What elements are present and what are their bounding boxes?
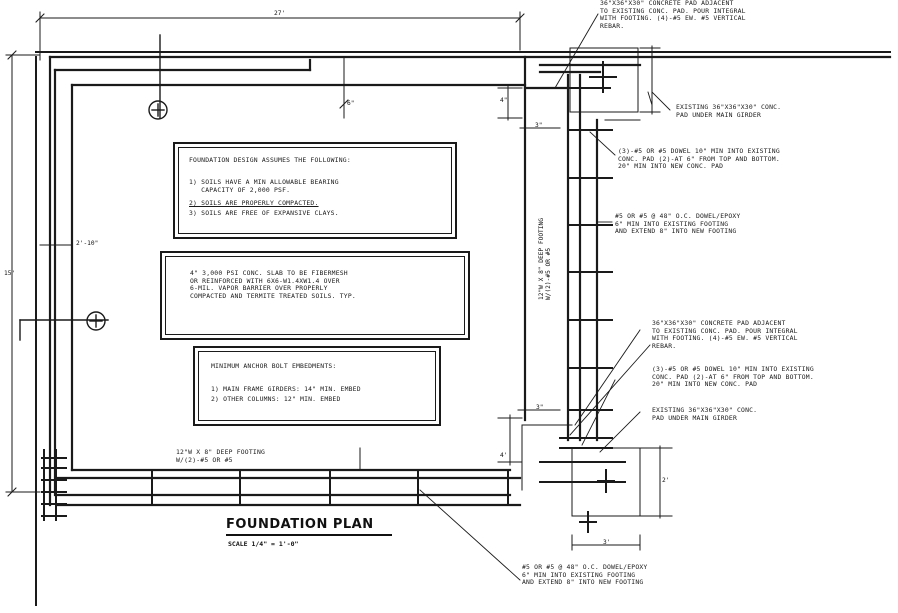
anchor-bolt-note: MINIMUM ANCHOR BOLT EMBEDMENTS: 1) MAIN … bbox=[193, 346, 441, 426]
right-dimension-c: 3" bbox=[536, 404, 544, 411]
design-assumptions-note: FOUNDATION DESIGN ASSUMES THE FOLLOWING:… bbox=[173, 142, 457, 239]
callout-pad-top: 36"X36"X30" CONCRETE PAD ADJACENT TO EXI… bbox=[600, 0, 746, 30]
callout-dowel-mid: #5 OR #5 @ 48" O.C. DOWEL/EPOXY 6" MIN I… bbox=[615, 212, 741, 236]
leader-lines bbox=[419, 13, 671, 581]
callout-dowel-top: (3)-#5 OR #5 DOWEL 10" MIN INTO EXISTING… bbox=[618, 147, 780, 171]
right-footing-dowels bbox=[567, 129, 613, 411]
top-inner-dimension: 6" bbox=[347, 100, 355, 107]
bottom-footing-label: 12"W X 8" DEEP FOOTING W/(2)-#5 OR #5 bbox=[176, 448, 266, 464]
left-overall-dimension: 15' bbox=[4, 270, 16, 277]
existing-pad-top bbox=[544, 47, 639, 113]
top-overall-dimension: 27' bbox=[274, 10, 286, 17]
existing-pad-bottom bbox=[521, 424, 641, 533]
right-dimension-d: 2' bbox=[662, 477, 670, 484]
anchor-note-item: 2) OTHER COLUMNS: 12" MIN. EMBED bbox=[211, 395, 341, 403]
design-note-item: 3) SOILS ARE FREE OF EXPANSIVE CLAYS. bbox=[189, 209, 339, 217]
slab-note: 4" 3,000 PSI CONC. SLAB TO BE FIBERMESH … bbox=[160, 251, 470, 340]
right-dimension-a: 4" bbox=[500, 97, 508, 104]
slab-note-text: 4" 3,000 PSI CONC. SLAB TO BE FIBERMESH … bbox=[190, 269, 356, 300]
bottom-right-dimension: 3' bbox=[603, 539, 611, 546]
bottom-footing-dowels bbox=[151, 469, 509, 506]
design-note-item: 1) SOILS HAVE A MIN ALLOWABLE BEARING CA… bbox=[189, 178, 339, 194]
right-dimension-b: 3" bbox=[535, 122, 543, 129]
design-notes-heading: FOUNDATION DESIGN ASSUMES THE FOLLOWING: bbox=[189, 156, 351, 164]
small-dimension-marks bbox=[39, 45, 673, 551]
drawing-title: FOUNDATION PLAN bbox=[226, 517, 374, 532]
callout-pad-bottom: 36"X36"X30" CONCRETE PAD ADJACENT TO EXI… bbox=[652, 319, 798, 350]
anchor-notes-heading: MINIMUM ANCHOR BOLT EMBEDMENTS: bbox=[211, 362, 337, 370]
existing-wall-top bbox=[35, 51, 891, 606]
column-symbol-left bbox=[19, 311, 109, 341]
bottom-small-dimension: 4' bbox=[500, 452, 508, 459]
drawing-scale: SCALE 1/4" = 1'-0" bbox=[228, 540, 299, 548]
left-wall-corner bbox=[41, 449, 67, 521]
column-symbol-top bbox=[148, 34, 168, 120]
callout-existing-pad-top: EXISTING 36"X36"X30" CONC. PAD UNDER MAI… bbox=[676, 103, 782, 119]
right-footing-label: 12"W X 8" DEEP FOOTING W/(2)-#5 OR #5 bbox=[538, 218, 552, 300]
anchor-note-item: 1) MAIN FRAME GIRDERS: 14" MIN. EMBED bbox=[211, 385, 361, 393]
footing-outline bbox=[48, 55, 892, 507]
callout-existing-pad-bottom: EXISTING 36"X36"X30" CONC. PAD UNDER MAI… bbox=[652, 406, 758, 422]
design-note-item: 2) SOILS ARE PROPERLY COMPACTED. bbox=[189, 199, 319, 207]
left-offset-dimension: 2'-10" bbox=[76, 240, 99, 247]
title-underline bbox=[226, 534, 392, 536]
callout-dowel-footer: #5 OR #5 @ 48" O.C. DOWEL/EPOXY 6" MIN I… bbox=[522, 563, 648, 587]
callout-dowel-bottom: (3)-#5 OR #5 DOWEL 10" MIN INTO EXISTING… bbox=[652, 365, 814, 389]
left-dimension-line bbox=[5, 50, 41, 497]
